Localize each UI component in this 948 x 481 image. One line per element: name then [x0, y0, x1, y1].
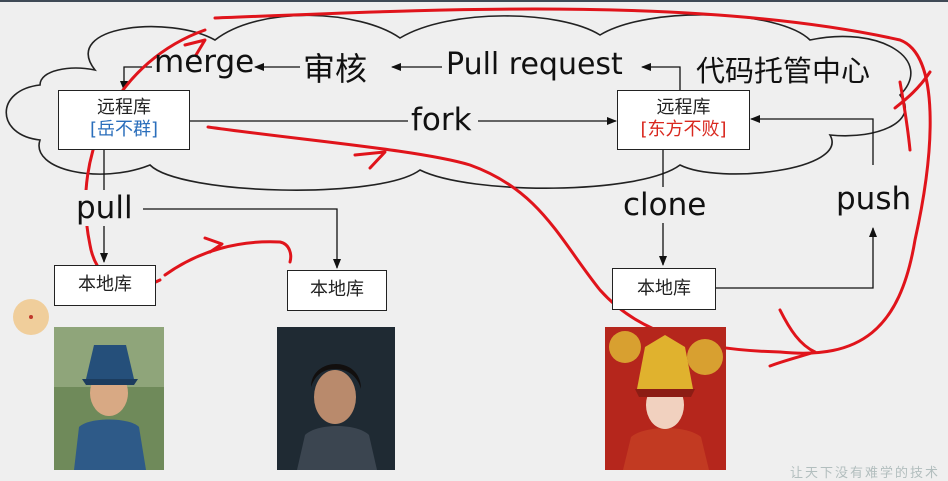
local-repo-right[interactable]: 本地库	[612, 268, 716, 310]
local-repo-left-1-title: 本地库	[78, 274, 132, 295]
local-repo-right-title: 本地库	[637, 278, 691, 299]
push-arrow-left	[750, 115, 874, 165]
remote-repo-left-owner: [岳不群]	[89, 119, 159, 140]
cloud-outline	[5, 14, 912, 191]
character-photo-yue-buqun	[54, 327, 164, 470]
remote-repo-left[interactable]: 远程库 [岳不群]	[58, 90, 190, 150]
clone-label: clone	[623, 187, 707, 223]
pointer-cursor-highlight	[13, 299, 49, 335]
pull-request-label: Pull request	[446, 47, 623, 82]
code-hosting-center-label: 代码托管中心	[696, 54, 871, 88]
watermark-text: 让天下没有难学的技术	[789, 466, 940, 481]
remote-repo-right-owner: [东方不败]	[640, 119, 727, 140]
window-top-border	[0, 0, 948, 2]
pull-arrow-branch	[143, 208, 341, 269]
character-photo-linghu-chong	[277, 327, 395, 470]
remote-repo-left-title: 远程库	[97, 97, 151, 118]
character-photo-dongfang-bubai	[605, 327, 726, 470]
review-label: 审核	[303, 50, 368, 88]
pull-request-arrow-right	[641, 63, 681, 90]
remote-repo-right[interactable]: 远程库 [东方不败]	[617, 90, 750, 150]
push-label: push	[836, 181, 912, 217]
merge-arrow	[120, 66, 152, 91]
push-arrow-up	[716, 227, 877, 289]
local-repo-left-2[interactable]: 本地库	[287, 270, 387, 311]
pull-label: pull	[76, 190, 133, 226]
fork-label: fork	[411, 102, 472, 138]
local-repo-left-2-title: 本地库	[310, 279, 364, 300]
local-repo-left-1[interactable]: 本地库	[54, 265, 156, 306]
merge-label: merge	[154, 44, 255, 80]
remote-repo-right-title: 远程库	[656, 97, 711, 118]
